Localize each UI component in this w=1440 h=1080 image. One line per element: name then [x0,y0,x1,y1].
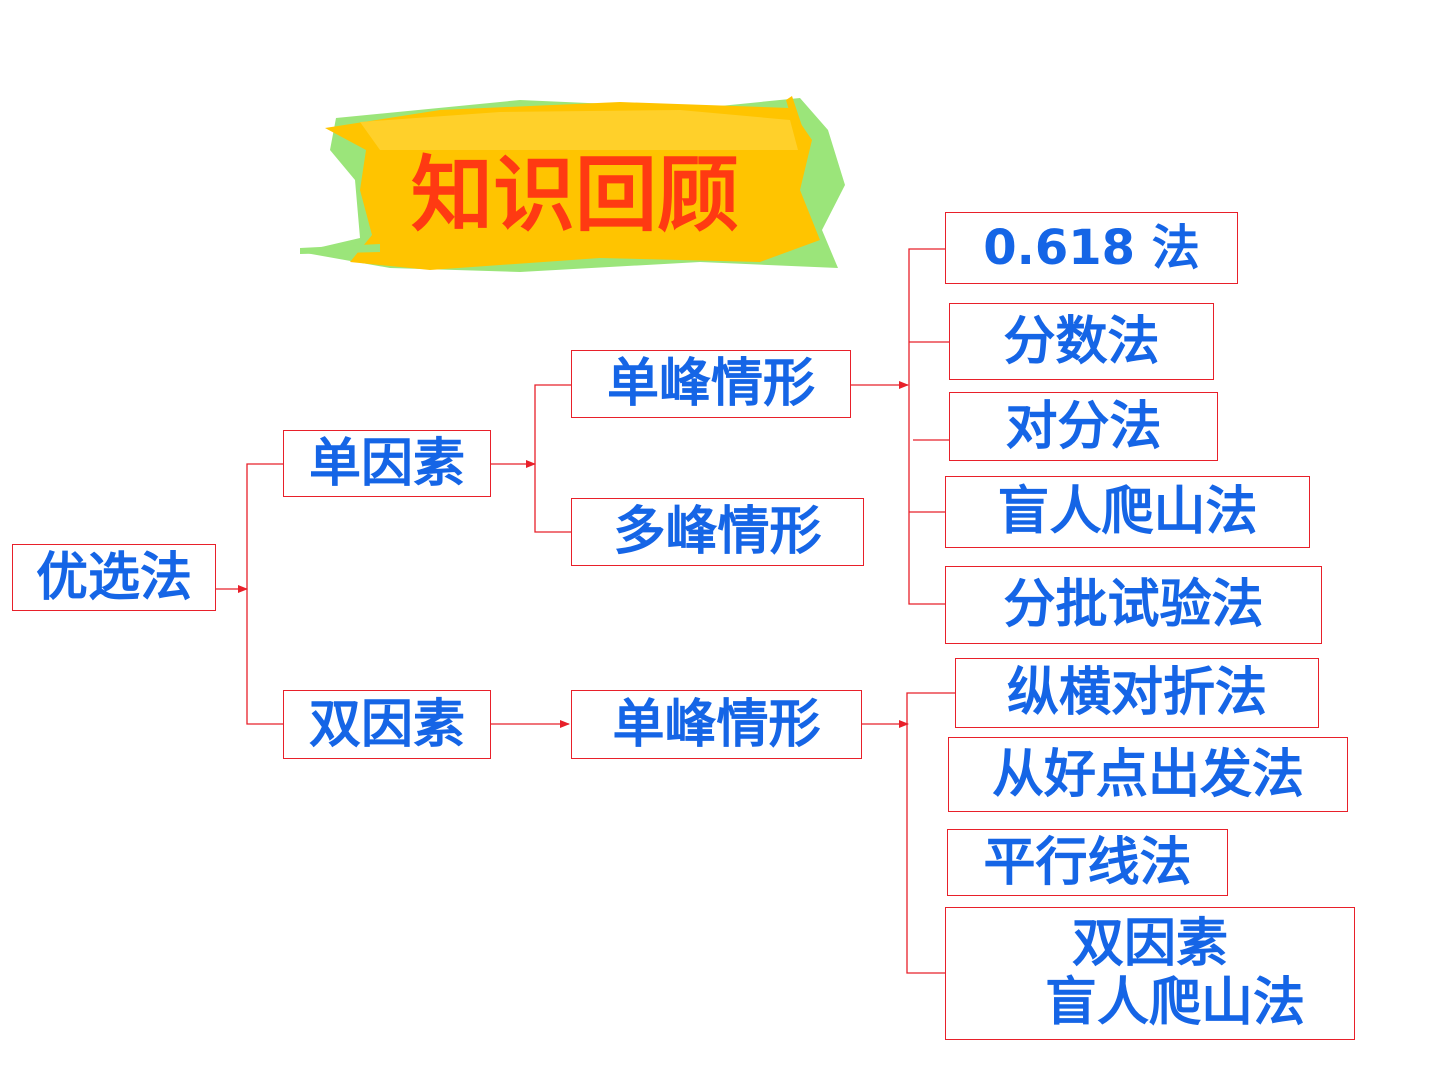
method-bisection: 对分法 [949,392,1218,461]
node-single-unimodal: 单峰情形 [571,350,851,418]
method-good-point: 从好点出发法 [948,737,1348,812]
bracket-root [246,463,283,725]
method-fold: 纵横对折法 [955,658,1319,728]
method-parallel-lines: 平行线法 [947,829,1228,896]
title-brush-background [300,96,845,272]
method-double-hill-line1: 双因素 [1071,914,1228,975]
node-root: 优选法 [12,544,216,611]
method-double-hill-climbing: 双因素 盲人爬山法 [945,907,1355,1040]
method-blind-hill-climbing: 盲人爬山法 [945,476,1310,548]
method-double-hill-line2: 盲人爬山法 [1044,972,1305,1033]
page-title: 知识回顾 [410,148,739,243]
method-fraction: 分数法 [949,303,1214,380]
node-double-unimodal: 单峰情形 [571,690,862,759]
method-0618: 0.618 法 [945,212,1238,284]
node-single-multimodal: 多峰情形 [571,498,864,566]
title-banner: 知识回顾 [290,95,850,280]
node-double-factor: 双因素 [283,690,491,759]
bracket-single-factor [534,384,571,533]
bracket-double-methods [906,692,955,974]
method-batch-testing: 分批试验法 [945,566,1322,644]
connectors [216,248,955,974]
bracket-single-methods [908,248,945,605]
node-single-factor: 单因素 [283,430,491,497]
